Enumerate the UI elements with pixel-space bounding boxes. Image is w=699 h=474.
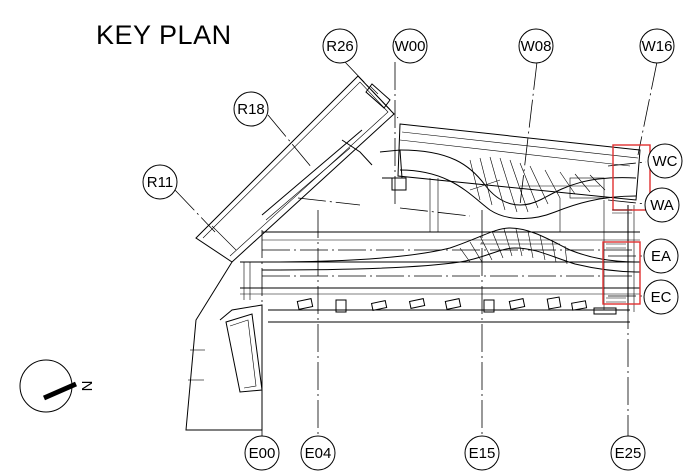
upper-block-stair bbox=[391, 177, 407, 191]
svg-text:E04: E04 bbox=[305, 445, 332, 462]
fin bbox=[593, 307, 617, 315]
svg-text:EA: EA bbox=[651, 248, 671, 265]
west-block bbox=[185, 261, 263, 431]
grid-bubble-r11: R11 bbox=[142, 164, 178, 200]
wing-inner-wall bbox=[261, 129, 363, 216]
grid-bubble-wa: WA bbox=[644, 187, 680, 223]
svg-text:W08: W08 bbox=[521, 38, 552, 55]
svg-text:WA: WA bbox=[650, 197, 674, 214]
svg-text:R26: R26 bbox=[326, 38, 354, 55]
grid-bubble-w00: W00 bbox=[392, 28, 428, 64]
west-block-outline bbox=[185, 261, 263, 431]
svg-text:E15: E15 bbox=[469, 445, 496, 462]
svg-text:R11: R11 bbox=[147, 174, 173, 191]
upper-block-core bbox=[569, 177, 605, 199]
diagonal-wing bbox=[195, 75, 395, 263]
curved-canopy bbox=[261, 149, 641, 273]
wing-step bbox=[341, 139, 373, 166]
wing-inner-wall bbox=[265, 147, 351, 221]
fin bbox=[370, 300, 388, 311]
grid-bubble-r18: R18 bbox=[233, 91, 269, 127]
svg-text:WC: WC bbox=[653, 153, 678, 170]
fin bbox=[335, 299, 347, 313]
grid-bubble-ec: EC bbox=[643, 279, 679, 315]
svg-text:E25: E25 bbox=[615, 445, 642, 462]
svg-text:R18: R18 bbox=[237, 101, 265, 118]
grid-line-wc bbox=[607, 161, 647, 167]
svg-text:E00: E00 bbox=[249, 445, 276, 462]
grid-bubble-w16: W16 bbox=[639, 28, 675, 64]
north-arrow-icon: N bbox=[19, 359, 96, 413]
grid-bubble-ea: EA bbox=[643, 238, 679, 274]
facade-fins bbox=[296, 296, 617, 315]
fin bbox=[483, 299, 495, 313]
grid-line-w16 bbox=[637, 61, 658, 156]
west-block-room bbox=[225, 313, 263, 393]
grid-bubble-wc: WC bbox=[647, 143, 683, 179]
west-block-room-inner bbox=[229, 319, 257, 389]
grid-bubble-e04: E04 bbox=[300, 435, 336, 471]
north-arrow-label: N bbox=[79, 381, 96, 392]
hatch-marks bbox=[606, 209, 632, 303]
north-arrow-needle bbox=[42, 381, 78, 401]
upper-block-inner-line bbox=[399, 139, 631, 167]
wing-outline bbox=[195, 75, 395, 263]
grid-bubble-e00: E00 bbox=[244, 435, 280, 471]
grid-line-w08 bbox=[519, 61, 538, 206]
grid-bubble-e15: E15 bbox=[464, 435, 500, 471]
fin bbox=[296, 298, 314, 310]
upper-block-outline bbox=[397, 123, 641, 201]
grid-line-wing-b bbox=[399, 207, 471, 217]
svg-text:W16: W16 bbox=[642, 38, 673, 55]
svg-text:EC: EC bbox=[651, 289, 672, 306]
grid-bubbles: R26 W00 W08 W16 R18 R11 WC WA bbox=[142, 28, 683, 471]
canopy-edge-south bbox=[261, 227, 641, 263]
grid-line-wing-a bbox=[297, 197, 361, 206]
grid-bubble-r26: R26 bbox=[322, 28, 358, 64]
wing-inner-outline bbox=[202, 81, 389, 257]
grid-line-r18 bbox=[267, 114, 313, 169]
fin bbox=[571, 300, 588, 311]
fin bbox=[408, 298, 426, 309]
upper-block-inner-line bbox=[401, 131, 639, 159]
canopy-edge-north-inner bbox=[399, 169, 637, 220]
wing-bay-line bbox=[211, 225, 237, 251]
fin bbox=[508, 298, 526, 310]
wing-corner-block bbox=[365, 83, 391, 109]
canopy-edge-south-inner bbox=[261, 247, 641, 273]
svg-text:W00: W00 bbox=[395, 38, 426, 55]
grid-line-wa bbox=[607, 199, 647, 205]
fin bbox=[546, 296, 562, 310]
grid-bubble-w08: W08 bbox=[518, 28, 554, 64]
fin bbox=[444, 298, 462, 310]
wing-bay-line bbox=[369, 85, 379, 95]
key-plan-title: KEY PLAN bbox=[96, 20, 232, 50]
upper-block bbox=[379, 123, 641, 201]
canopy-edge-north bbox=[399, 149, 637, 206]
grid-bubble-e25: E25 bbox=[610, 435, 646, 471]
canopy-ribs bbox=[459, 156, 606, 265]
highlight-box-east bbox=[602, 241, 641, 305]
